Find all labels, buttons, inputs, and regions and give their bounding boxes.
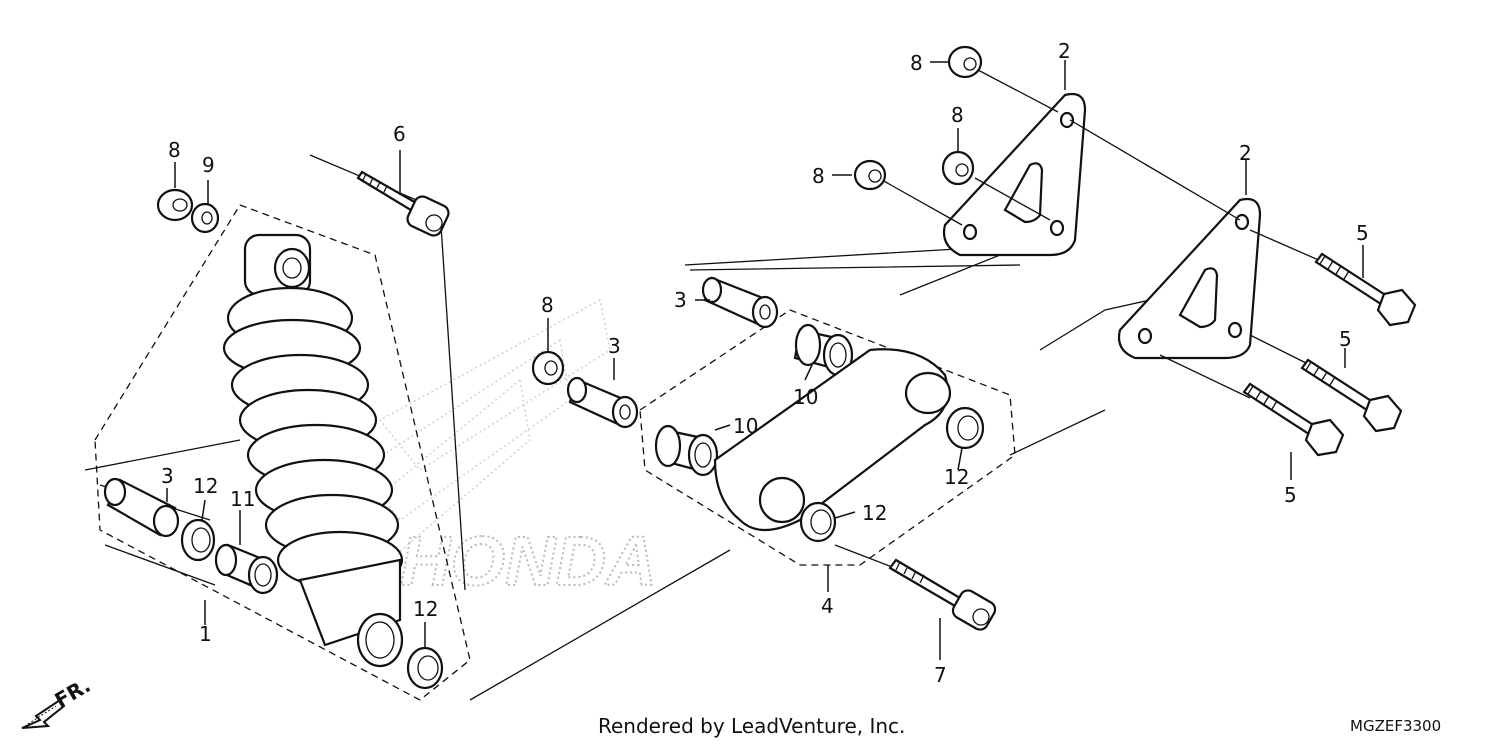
callout-5-upper: 5 (1356, 221, 1369, 245)
diagram-code: MGZEF3300 (1350, 717, 1441, 735)
callout-3-left: 3 (161, 464, 174, 488)
callout-12-link-lower: 12 (862, 501, 887, 525)
bolt-6 (356, 170, 450, 237)
washer-9 (190, 202, 220, 234)
callout-12-lower: 12 (413, 597, 438, 621)
link-arm-4 (713, 348, 952, 531)
bolt-5-middle (1300, 358, 1403, 433)
callout-2-lower: 2 (1239, 141, 1252, 165)
callout-8-middle: 8 (951, 103, 964, 127)
seal-12-link-right (945, 406, 985, 450)
linkage-group-outline (639, 309, 1016, 566)
bolt-5-lower (1242, 382, 1345, 457)
plate-2-upper (942, 92, 1087, 257)
nut-8-shock (156, 188, 194, 222)
bearing-11 (214, 543, 279, 595)
callout-8-left: 8 (812, 164, 825, 188)
plate-assembly-lines (881, 69, 1331, 399)
callout-5-lower: 5 (1284, 483, 1297, 507)
rear-shock-absorber (222, 233, 404, 668)
callout-6: 6 (393, 122, 406, 146)
callout-1: 1 (199, 622, 212, 646)
nut-8-middle (941, 150, 975, 186)
callout-8-top: 8 (910, 51, 923, 75)
nut-8-left (853, 159, 887, 191)
callout-12-left: 12 (193, 474, 218, 498)
callout-7: 7 (934, 663, 947, 687)
callout-3-center: 3 (608, 334, 621, 358)
callout-9: 9 (202, 153, 215, 177)
footer-credit: Rendered by LeadVenture, Inc. (598, 714, 905, 738)
callout-8-center: 8 (541, 293, 554, 317)
plate-2-lower (1117, 197, 1262, 360)
callout-3-upper: 3 (674, 288, 687, 312)
callout-leaders (166, 60, 1364, 660)
bearing-10-upper (793, 323, 854, 377)
nut-8-center (531, 350, 565, 386)
callout-12-link-right: 12 (944, 465, 969, 489)
front-direction-marker: FR. (21, 673, 95, 729)
seal-12-left (180, 518, 216, 562)
bolt-7 (888, 558, 997, 631)
seal-12-link-lower (799, 501, 837, 543)
callout-8-shock: 8 (168, 138, 181, 162)
collar-3-left (103, 477, 180, 538)
callout-4: 4 (821, 594, 834, 618)
callout-2-upper: 2 (1058, 39, 1071, 63)
honda-watermark-text: HONDA (400, 522, 657, 600)
nut-8-top (947, 45, 983, 79)
collar-3-upper (701, 276, 779, 329)
shock-group-outline (94, 204, 471, 701)
bolt-5-upper (1314, 252, 1417, 327)
callout-10-upper: 10 (793, 385, 818, 409)
callout-10-lower: 10 (733, 414, 758, 438)
bearing-10-lower (654, 424, 719, 477)
shock-assembly-lines (84, 154, 731, 701)
seal-12-lower (406, 646, 444, 690)
callout-5-middle: 5 (1339, 327, 1352, 351)
collar-3-center (566, 376, 639, 429)
callout-11: 11 (230, 487, 255, 511)
